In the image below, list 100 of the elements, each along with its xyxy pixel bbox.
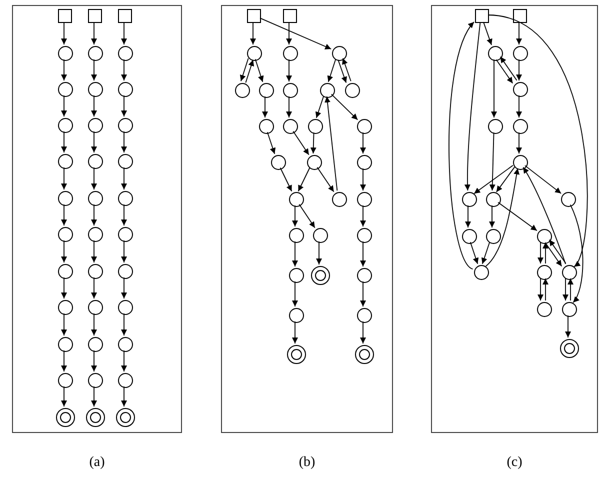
arrow [516,95,522,118]
arrow [91,22,97,45]
start-square [118,9,132,23]
arrow [298,204,316,228]
arrow [292,321,298,344]
arrow [61,386,67,407]
arrow [91,350,97,372]
arrow [121,59,127,81]
arrow [360,321,366,344]
start-square [247,9,261,23]
arrow [286,59,292,82]
arrow [292,241,298,267]
arrow [61,22,67,45]
arrow [91,59,97,81]
arrow [292,281,298,307]
arrow [488,14,588,268]
arrow [121,277,127,299]
arrow [489,205,495,228]
arrow [342,58,352,82]
arrow [286,96,292,118]
arrow [121,95,127,117]
arrow [498,202,538,232]
arrow [491,59,497,118]
arrow [61,204,67,226]
arrow [61,240,67,263]
arrow [315,96,324,118]
arrow [500,56,518,81]
arrow [240,58,249,82]
arrow [91,95,97,117]
arrow [448,22,474,270]
arrow [91,386,97,407]
arrow [565,315,571,338]
start-square [513,9,527,23]
arrow [262,96,268,118]
arrow [538,278,544,301]
arrow [121,240,127,263]
start-square [475,9,489,23]
arrow [485,168,520,267]
arrow [516,59,522,81]
arrow [338,59,347,84]
panel-label: (c) [506,456,524,470]
arrow [121,204,127,226]
panel-label: (b) [298,456,316,470]
arrow [91,167,97,190]
panel-frame [431,5,598,433]
arrow [548,239,566,264]
arrow [121,167,127,190]
arrow [245,59,254,84]
arrow [91,204,97,226]
arrow [489,132,496,191]
arrow [324,96,338,191]
arrow [121,22,127,45]
arrow [360,205,366,227]
arrow [91,131,97,153]
arrow [91,240,97,263]
arrow [474,164,514,194]
arrow [254,58,264,82]
arrow [464,22,481,191]
arrow [61,95,67,117]
arrow [465,205,471,228]
arrow [570,204,584,303]
arrow [522,166,566,264]
arrow [61,59,67,81]
panel-label: (a) [88,456,106,470]
arrow [360,281,366,307]
arrow [91,277,97,299]
arrow [360,168,366,191]
arrow [516,22,522,45]
arrow [481,242,490,264]
arrow [280,167,292,192]
start-square [58,9,72,23]
arrow [516,132,522,154]
arrow [544,242,562,267]
arrow [61,313,67,336]
arrow [250,22,256,45]
arrow [496,166,516,192]
arrow [121,386,127,407]
arrow [61,131,67,153]
arrow [327,58,336,82]
arrow [360,132,366,154]
arrow [330,94,358,120]
arrow [542,278,548,301]
arrow [121,131,127,153]
arrow [538,242,544,264]
arrow [496,59,514,84]
arrow [121,350,127,372]
arrow [524,165,562,194]
arrow [360,241,366,267]
arrow [568,278,574,301]
arrow [286,22,292,45]
start-square [88,9,102,23]
arrow [562,278,568,301]
arrow [470,242,479,264]
arrow [542,242,548,264]
arrow [298,167,310,192]
arrow [91,313,97,336]
arrow [292,205,298,227]
start-square [283,9,297,23]
arrow [266,132,276,154]
arrow [61,167,67,190]
